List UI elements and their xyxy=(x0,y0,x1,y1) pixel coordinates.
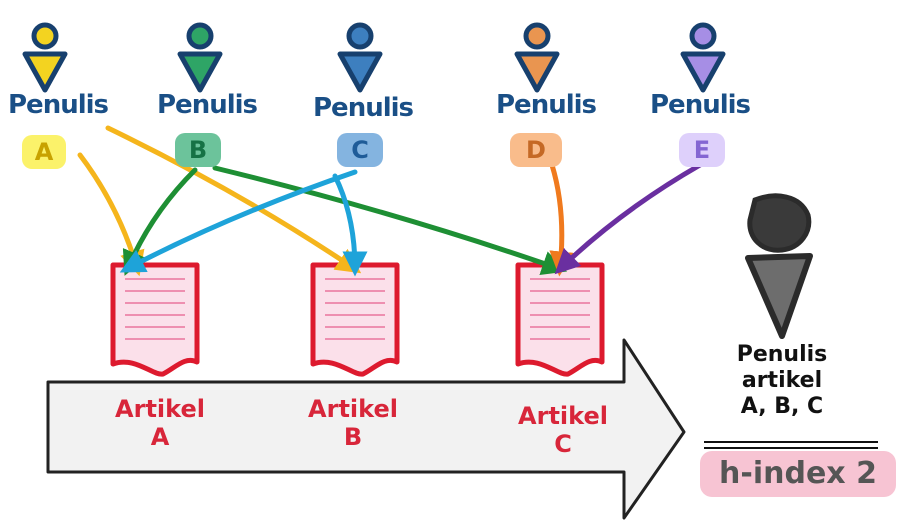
article-label-b: Artikel B xyxy=(298,395,408,451)
article-label-c: Artikel C xyxy=(508,402,618,458)
writer-badge-e: E xyxy=(679,133,725,167)
article-a-letter: A xyxy=(150,423,170,451)
summary-text: Penulis artikel A, B, C xyxy=(722,342,842,420)
writer-badge-b: B xyxy=(175,133,221,167)
article-c-title: Artikel xyxy=(518,402,608,430)
writer-a-person-icon xyxy=(22,22,68,93)
article-c-letter: C xyxy=(554,430,572,458)
citation-arrow-a-to-b xyxy=(105,125,362,274)
article-a-title: Artikel xyxy=(115,395,205,423)
writer-label-c: Penulis xyxy=(313,93,414,123)
citation-arrow-c-to-b xyxy=(332,173,368,277)
citation-arrow-e-to-c xyxy=(554,162,703,275)
citation-arrow-a-to-a xyxy=(77,152,145,277)
writer-b-person-icon xyxy=(177,22,223,93)
writer-badge-a: A xyxy=(22,135,66,169)
citation-arrow-b-to-c xyxy=(212,165,568,276)
article-b-document-icon xyxy=(310,262,400,377)
writer-label-a: Penulis xyxy=(8,90,109,120)
citation-arrow-c-to-a xyxy=(119,169,358,273)
article-label-a: Artikel A xyxy=(105,395,215,451)
writer-c-person-icon xyxy=(337,22,383,93)
writer-badge-d: D xyxy=(510,133,562,167)
writer-e-person-icon xyxy=(680,22,726,93)
summary-line-1: Penulis xyxy=(736,342,828,367)
h-index-label: h-index 2 xyxy=(700,451,896,497)
article-a-document-icon xyxy=(110,262,200,377)
writer-d-person-icon xyxy=(514,22,560,93)
article-b-letter: B xyxy=(343,423,363,451)
article-b-title: Artikel xyxy=(308,395,398,423)
summary-line-2: artikel xyxy=(741,368,823,393)
writer-label-e: Penulis xyxy=(650,90,751,120)
writer-badge-c: C xyxy=(337,133,383,167)
citation-arrow-d-to-c xyxy=(549,162,575,277)
timeline-arrow xyxy=(46,338,686,520)
summary-person-icon xyxy=(745,193,813,339)
summary-line-3: A, B, C xyxy=(740,394,824,419)
article-c-document-icon xyxy=(515,262,605,377)
writer-label-b: Penulis xyxy=(157,90,258,120)
writer-label-d: Penulis xyxy=(496,90,597,120)
